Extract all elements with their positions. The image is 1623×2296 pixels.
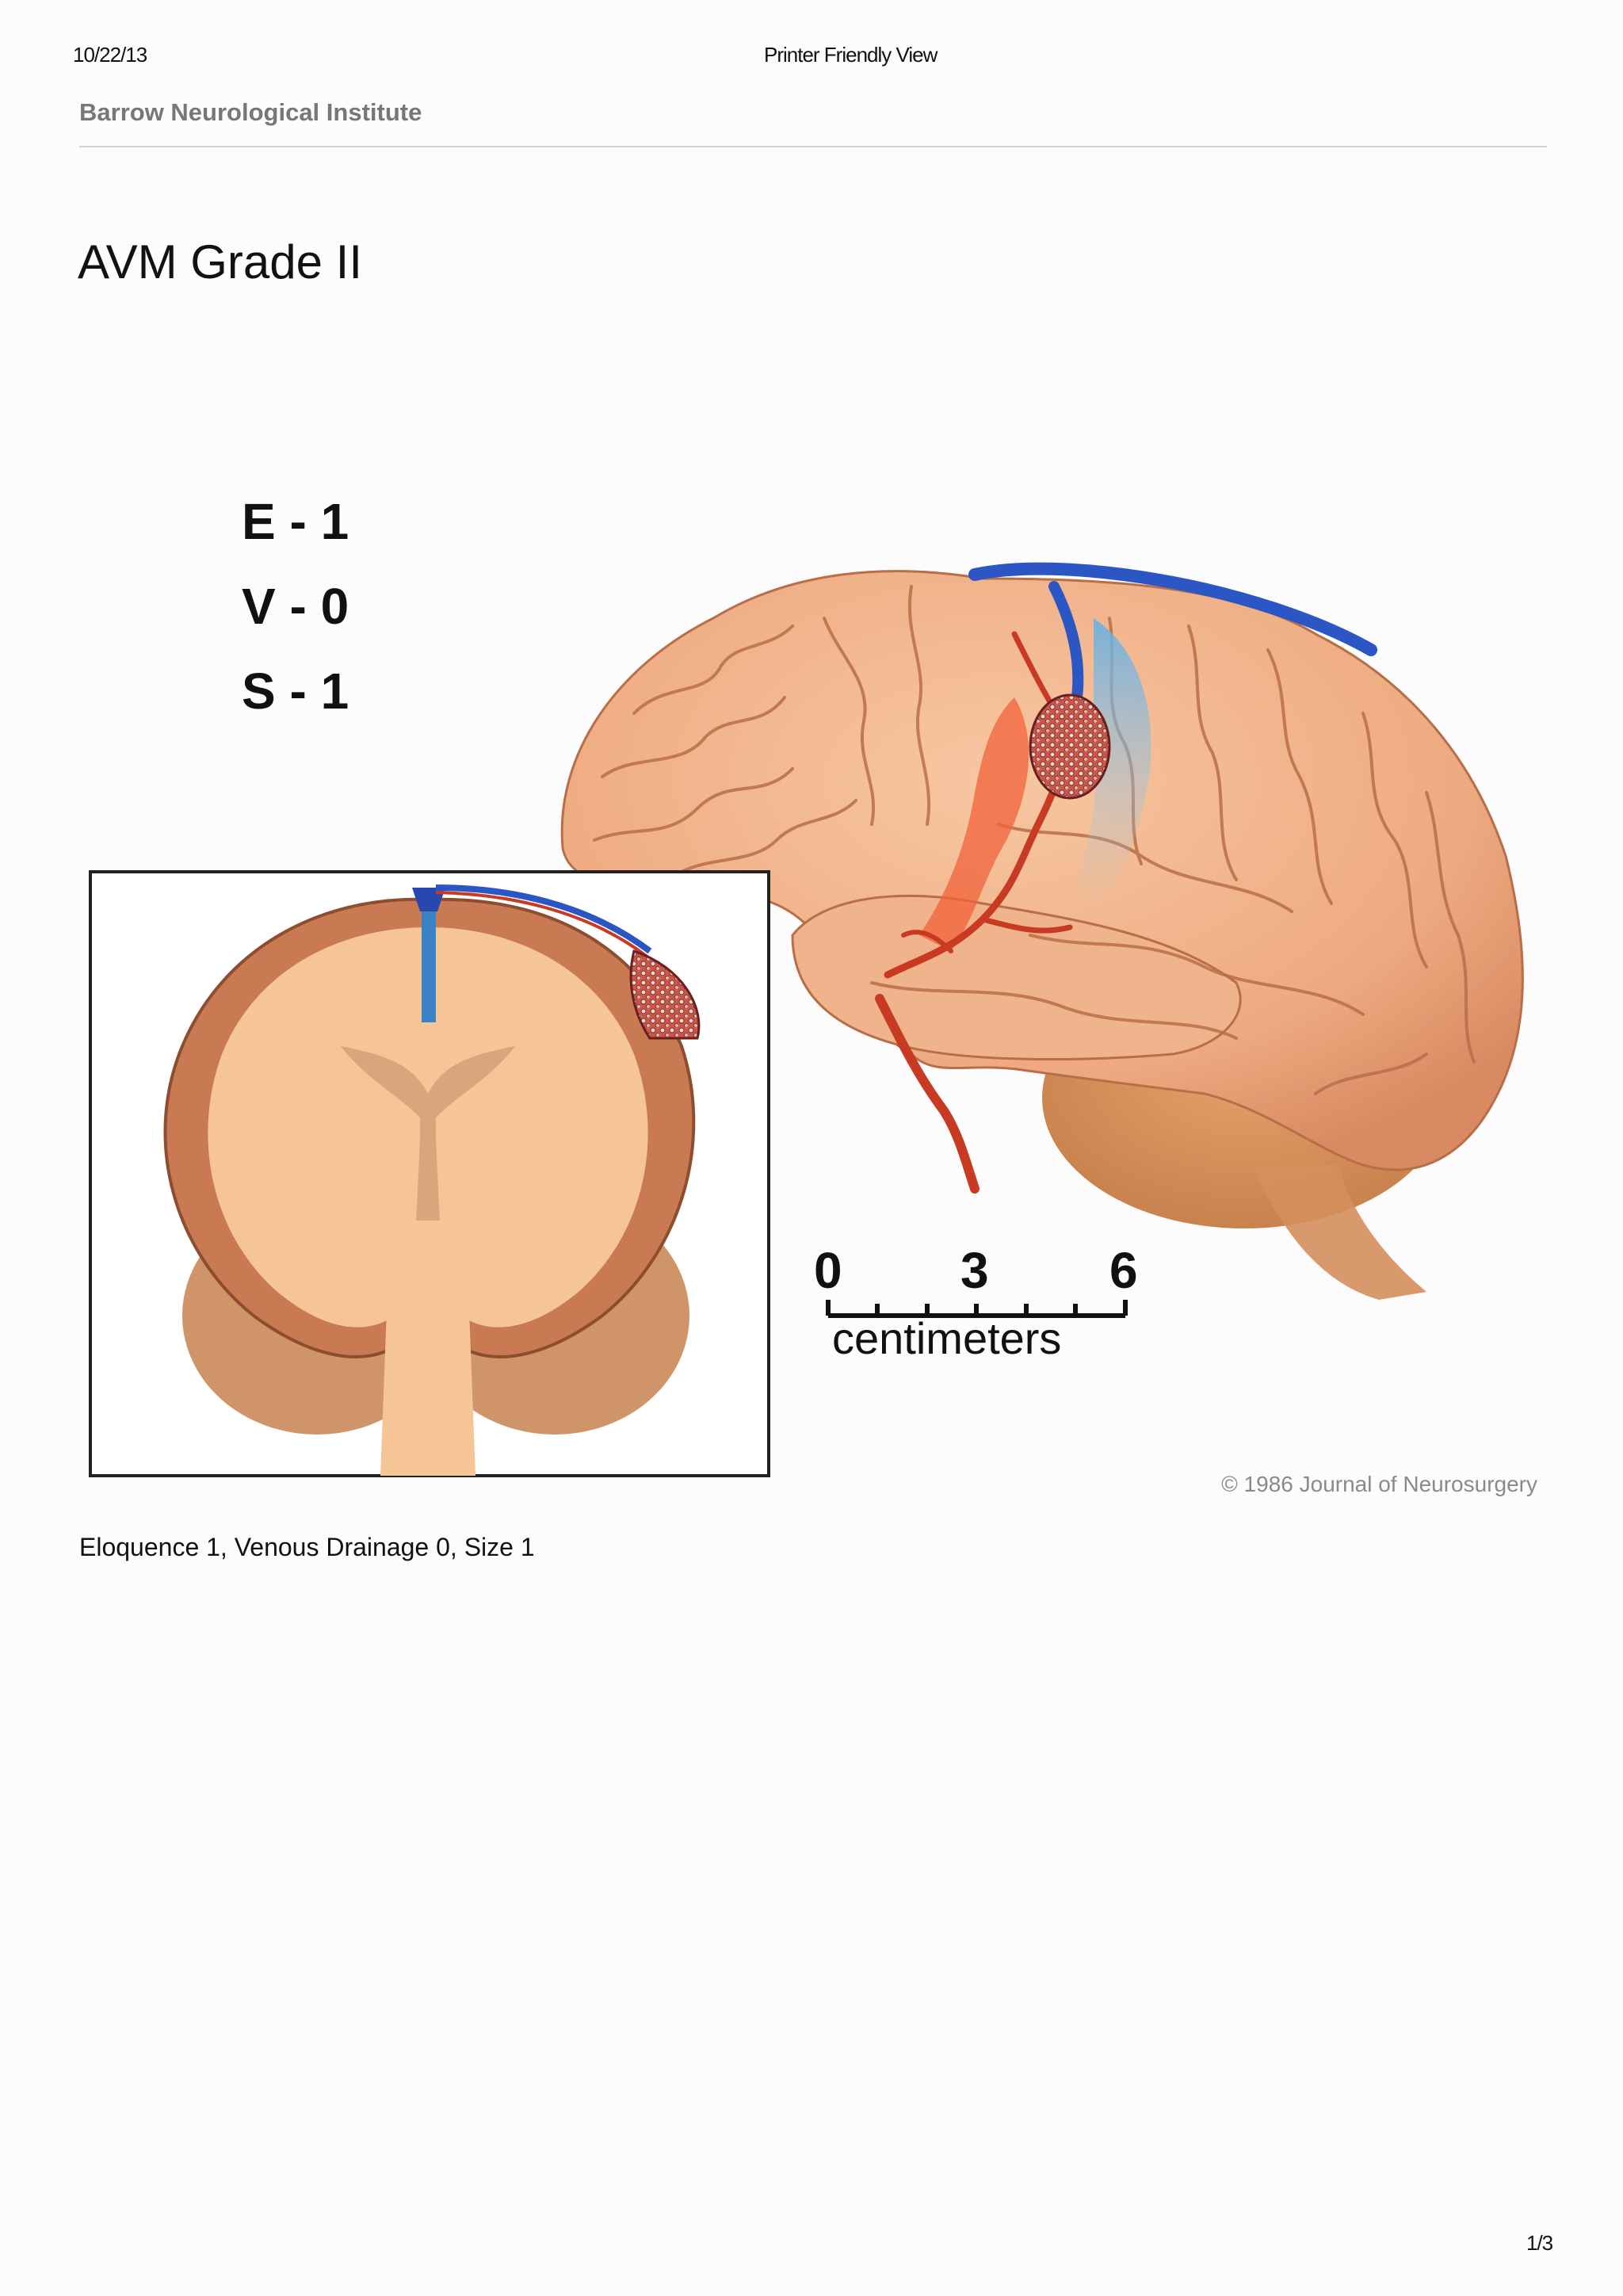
scale-bar: 0 3 6 centimeters — [814, 1242, 1138, 1363]
avm-illustration: E - 1 V - 0 S - 1 0 3 6 centimeters © 19 — [89, 493, 1537, 1496]
site-name: Barrow Neurological Institute — [79, 98, 422, 126]
brainstem — [1252, 1165, 1426, 1300]
print-date: 10/22/13 — [73, 43, 147, 67]
figure-copyright: © 1986 Journal of Neurosurgery — [1221, 1472, 1537, 1496]
scale-ruler — [826, 1300, 1128, 1318]
grade-label-venous: V - 0 — [242, 578, 349, 635]
figure-caption: Eloquence 1, Venous Drainage 0, Size 1 — [79, 1533, 535, 1561]
grade-label-size: S - 1 — [242, 663, 349, 720]
scale-tick-0: 0 — [814, 1242, 842, 1299]
interhemispheric-vein — [422, 888, 436, 1022]
page-number: 1/3 — [1526, 2231, 1553, 2255]
lateral-ventricles — [341, 1046, 515, 1141]
superior-sagittal-vein — [968, 562, 1377, 656]
coronal-section-inset — [89, 870, 770, 1477]
print-view-title: Printer Friendly View — [764, 43, 938, 67]
coronal-avm-nidus — [629, 949, 701, 1040]
middle-cerebral-artery — [875, 994, 980, 1194]
grade-label-eloquence: E - 1 — [242, 493, 349, 550]
venous-glow — [1070, 618, 1151, 904]
scale-unit: centimeters — [832, 1313, 1061, 1363]
header-divider — [79, 146, 1547, 147]
scale-tick-3: 3 — [960, 1242, 989, 1299]
grade-labels: E - 1 V - 0 S - 1 — [242, 493, 349, 720]
arterial-territory — [919, 697, 1029, 951]
scale-tick-6: 6 — [1109, 1242, 1138, 1299]
page-title: AVM Grade II — [78, 235, 363, 288]
lateral-brain-view — [560, 562, 1524, 1300]
avm-nidus — [1029, 693, 1111, 800]
